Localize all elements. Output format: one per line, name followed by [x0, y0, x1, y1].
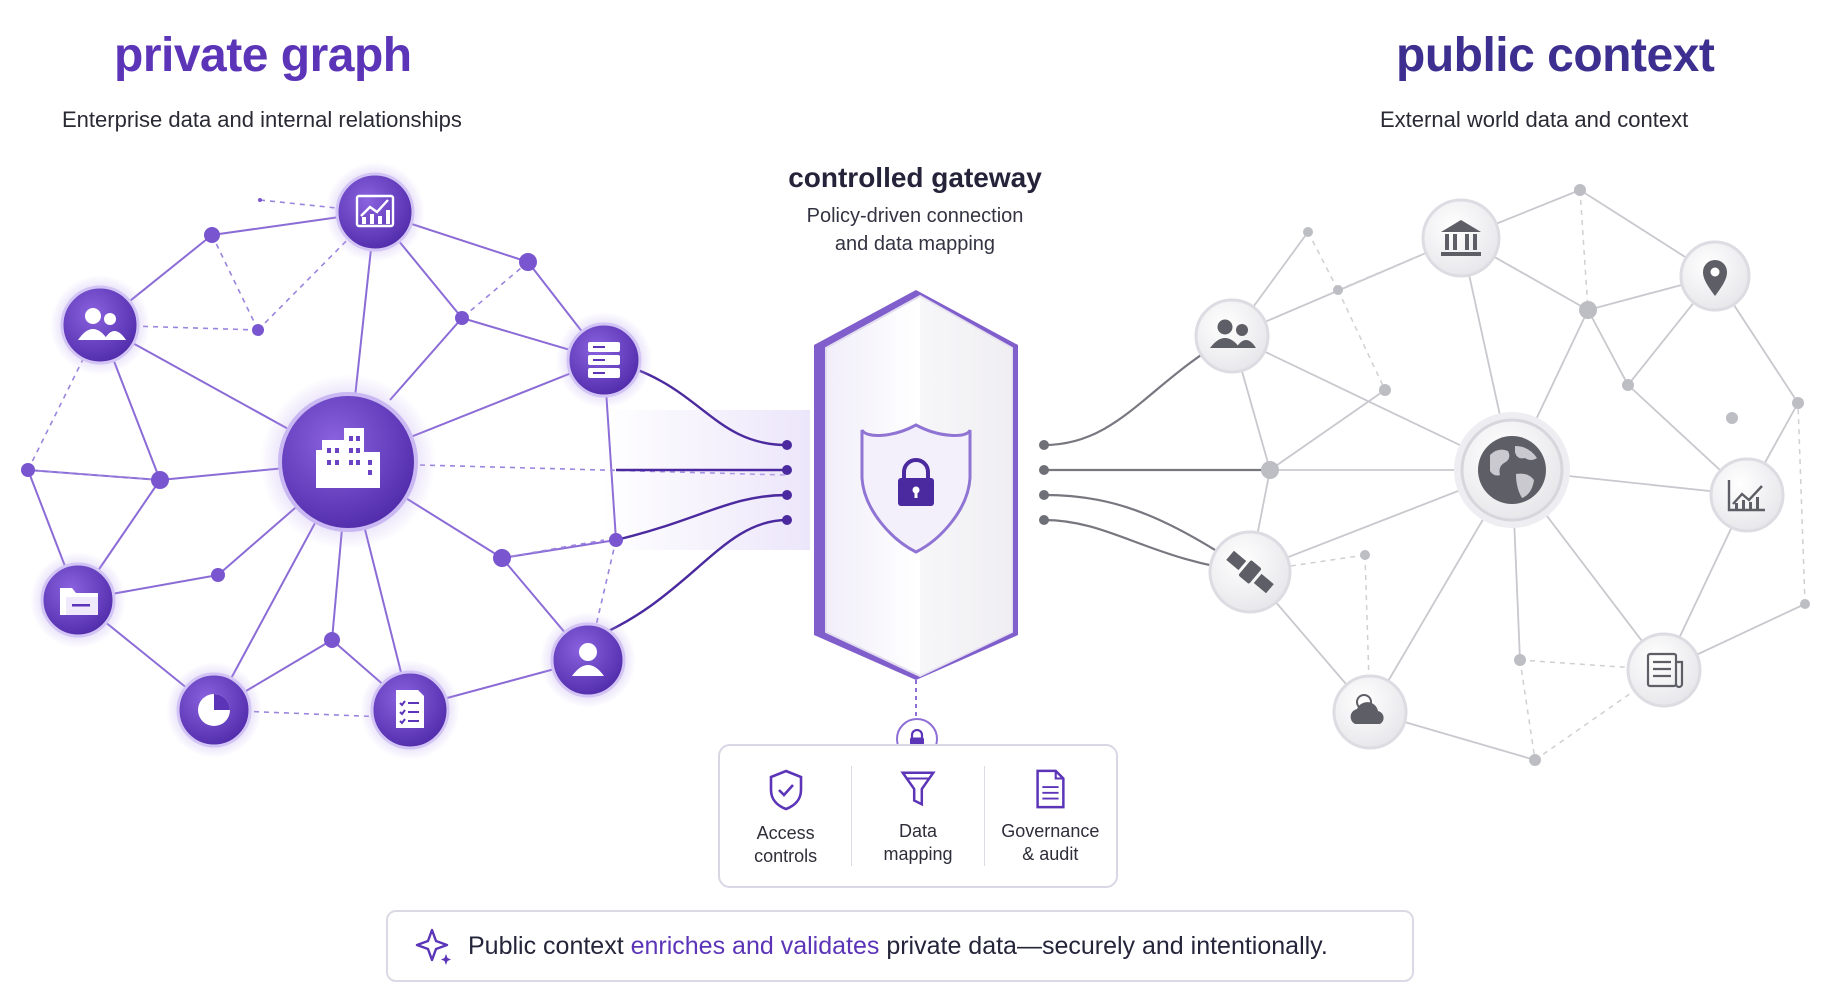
chart-icon: [355, 194, 395, 228]
summary-highlight: enriches and validates: [630, 931, 880, 960]
location-pin-icon: [1703, 260, 1727, 296]
control-card-mapping: Data mapping: [851, 766, 983, 866]
trend-chart-icon: [1727, 480, 1765, 512]
control-label-mapping: Data mapping: [883, 821, 953, 864]
gateway-title: controlled gateway: [788, 162, 1042, 193]
users-icon: [78, 308, 126, 340]
private-node-pie-chart: [166, 662, 262, 758]
summary-text-before: Public context: [468, 931, 631, 960]
summary-text-after: private data—securely and intentionally.: [879, 931, 1328, 960]
public-node-trend-chart: [1709, 457, 1785, 533]
checklist-icon: [396, 690, 424, 728]
lock-icon: [898, 458, 934, 506]
globe-icon: [1478, 436, 1546, 504]
document-icon: [1036, 769, 1065, 809]
control-label-governance: Governance & audit: [1001, 821, 1100, 864]
private-node-building: [260, 374, 436, 550]
private-node-folder: [30, 552, 126, 648]
private-node-server: [556, 312, 652, 408]
users-icon: [1210, 319, 1256, 348]
public-node-bank: [1421, 198, 1501, 278]
public-context-title: public context: [1396, 29, 1715, 82]
private-graph-title: private graph: [114, 29, 412, 82]
folder-icon: [60, 588, 98, 615]
private-node-user: [540, 612, 636, 708]
public-node-globe: [1454, 412, 1570, 528]
shield-check-icon: [769, 769, 802, 811]
public-graph-small-nodes: [1261, 184, 1810, 766]
private-graph-subtitle: Enterprise data and internal relationshi…: [62, 107, 462, 132]
newspaper-icon: [1646, 652, 1684, 689]
summary-text: Public context enriches and validates pr…: [468, 932, 1328, 961]
control-card-governance: Governance & audit: [983, 766, 1116, 866]
pie-chart-icon: [198, 694, 230, 726]
gateway-controls-panel: Access controls Data mapping Governance …: [718, 744, 1118, 888]
private-node-checklist: [360, 660, 460, 760]
public-context-subtitle: External world data and context: [1380, 107, 1689, 132]
bank-icon: [1441, 220, 1481, 256]
cloud-weather-icon: [1350, 694, 1384, 724]
gateway-shape: [814, 290, 1018, 718]
private-graph-small-nodes: [21, 198, 623, 648]
control-label-access: Access controls: [754, 823, 818, 866]
satellite-icon: [1226, 550, 1274, 594]
gateway-description-line1: Policy-driven connection: [806, 205, 1024, 227]
control-card-access: Access controls: [720, 746, 851, 886]
sparkle-icon: [415, 928, 451, 965]
summary-banner: Public context enriches and validates pr…: [386, 910, 1414, 982]
funnel-icon: [900, 771, 936, 807]
public-node-location: [1679, 240, 1751, 312]
public-node-cloud: [1332, 674, 1408, 750]
public-node-newspaper: [1626, 632, 1702, 708]
private-node-users: [50, 275, 150, 375]
private-node-chart: [325, 162, 425, 262]
public-node-users: [1194, 298, 1270, 374]
user-icon: [572, 643, 604, 676]
gateway-description-line2: and data mapping: [834, 233, 996, 255]
public-node-satellite: [1208, 530, 1292, 614]
